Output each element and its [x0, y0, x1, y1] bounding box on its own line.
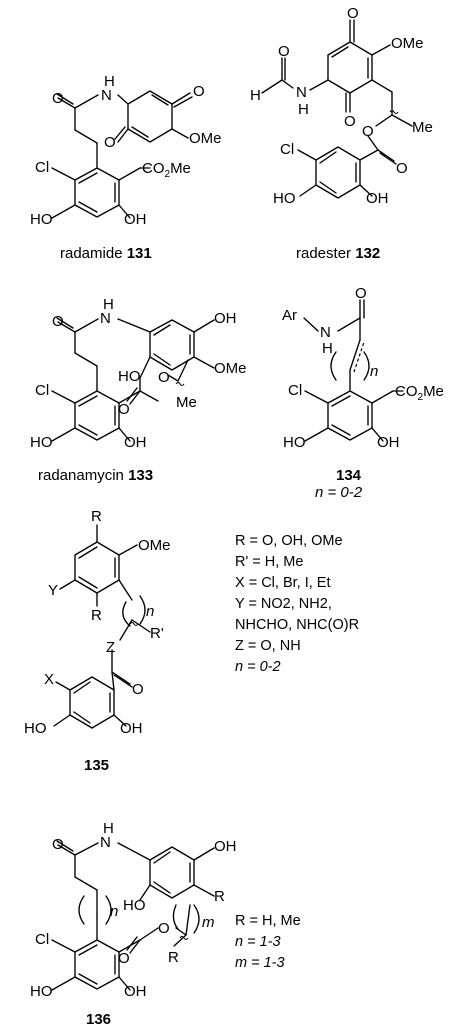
definition-Rp: R' = H, Me [235, 554, 303, 570]
label-m: m [202, 914, 215, 931]
atom-X: X [44, 671, 54, 688]
atom-Me: Me [176, 394, 197, 411]
atom-HO: HO [30, 983, 53, 1000]
atom-N: N [296, 84, 307, 101]
atom-OH: OH [377, 434, 400, 451]
caption-131: radamide 131 [60, 245, 152, 262]
atom-R: R [168, 949, 179, 966]
atom-Cl: Cl [35, 931, 49, 948]
atom-R: R [214, 888, 225, 905]
definition-m: m = 1-3 [235, 955, 285, 971]
atom-N: N [320, 324, 331, 341]
atom-O: O [355, 285, 367, 302]
atom-N: N [101, 87, 112, 104]
caption-132: radester 132 [296, 245, 380, 262]
structure-radamide: O N H O O OMe Cl HO OH CO2Me radamide 13… [30, 73, 222, 262]
atom-H: H [103, 296, 114, 313]
atom-O: O [158, 920, 170, 937]
atom-OH: OH [124, 434, 147, 451]
atom-O: O [118, 401, 130, 418]
atom-OH: OH [214, 310, 237, 327]
atom-Cl: Cl [280, 141, 294, 158]
atom-Y: Y [48, 582, 58, 599]
definition-n: n = 0-2 [235, 659, 281, 675]
atom-Cl: Cl [35, 382, 49, 399]
atom-O: O [132, 681, 144, 698]
label-n: n [146, 603, 154, 620]
atom-Ar: Ar [282, 307, 297, 324]
atom-Rp: R' [150, 625, 164, 642]
atom-O: O [347, 5, 359, 22]
caption-136: 136 [86, 1011, 111, 1028]
range-134: n = 0-2 [315, 484, 363, 501]
atom-O: O [52, 313, 64, 330]
atom-HO: HO [123, 897, 146, 914]
definitions-136: R = H, Me n = 1-3 m = 1-3 [235, 913, 301, 971]
atom-O: O [52, 90, 64, 107]
structure-134: O Ar N H n Cl CO2Me HO OH 134 n = 0-2 [282, 285, 444, 501]
label-n: n [110, 903, 118, 920]
atom-O: O [52, 836, 64, 853]
caption-134: 134 [336, 467, 362, 484]
atom-O: O [362, 123, 374, 140]
atom-R: R [91, 607, 102, 624]
atom-O: O [104, 134, 116, 151]
atom-HO: HO [118, 368, 141, 385]
atom-O: O [278, 43, 290, 60]
atom-Me: Me [412, 119, 433, 136]
structure-136: O N H OH R HO O n m R O Cl HO OH 136 [30, 820, 237, 1028]
atom-Z: Z [106, 639, 115, 656]
atom-HO: HO [273, 190, 296, 207]
caption-135: 135 [84, 757, 109, 774]
atom-H: H [298, 101, 309, 118]
atom-N: N [100, 834, 111, 851]
atom-Cl: Cl [288, 382, 302, 399]
atom-OMe: OMe [214, 360, 247, 377]
atom-H: H [322, 340, 333, 357]
definition-R: R = H, Me [235, 913, 301, 929]
atom-O: O [193, 83, 205, 100]
label-n: n [370, 363, 378, 380]
caption-133: radanamycin 133 [38, 467, 153, 484]
definition-R: R = O, OH, OMe [235, 533, 343, 549]
atom-H: H [103, 820, 114, 837]
definition-X: X = Cl, Br, I, Et [235, 575, 331, 591]
atom-OH: OH [120, 720, 143, 737]
atom-O: O [344, 113, 356, 130]
atom-HO: HO [30, 211, 53, 228]
atom-O: O [396, 160, 408, 177]
atom-OH: OH [366, 190, 389, 207]
structure-135: R OMe Y R n Z R' O X HO OH 135 [24, 508, 171, 774]
definition-Y-cont: NHCHO, NHC(O)R [235, 617, 359, 633]
atom-Cl: Cl [35, 159, 49, 176]
definition-Y: Y = NO2, NH2, [235, 596, 332, 612]
structure-radanamycin: O N H OH OMe HO O O Me Cl HO OH radanamy… [30, 296, 247, 484]
atom-OMe: OMe [189, 130, 222, 147]
atom-R: R [91, 508, 102, 525]
atom-N: N [100, 310, 111, 327]
definitions-135: R = O, OH, OMe R' = H, Me X = Cl, Br, I,… [235, 533, 359, 675]
atom-OH: OH [214, 838, 237, 855]
atom-H: H [104, 73, 115, 90]
atom-OH: OH [124, 983, 147, 1000]
atom-OH: OH [124, 211, 147, 228]
ester-group: CO2Me [395, 383, 444, 403]
atom-HO: HO [30, 434, 53, 451]
atom-O: O [118, 950, 130, 967]
atom-HO: HO [283, 434, 306, 451]
atom-OMe: OMe [138, 537, 171, 554]
ester-group: CO2Me [142, 160, 191, 180]
definition-n: n = 1-3 [235, 934, 281, 950]
atom-OMe: OMe [391, 35, 424, 52]
atom-HO: HO [24, 720, 47, 737]
atom-O: O [158, 369, 170, 386]
atom-H: H [250, 87, 261, 104]
definition-Z: Z = O, NH [235, 638, 301, 654]
structure-radester: O OMe O H N H O O Me O Cl HO OH radester… [250, 5, 433, 262]
